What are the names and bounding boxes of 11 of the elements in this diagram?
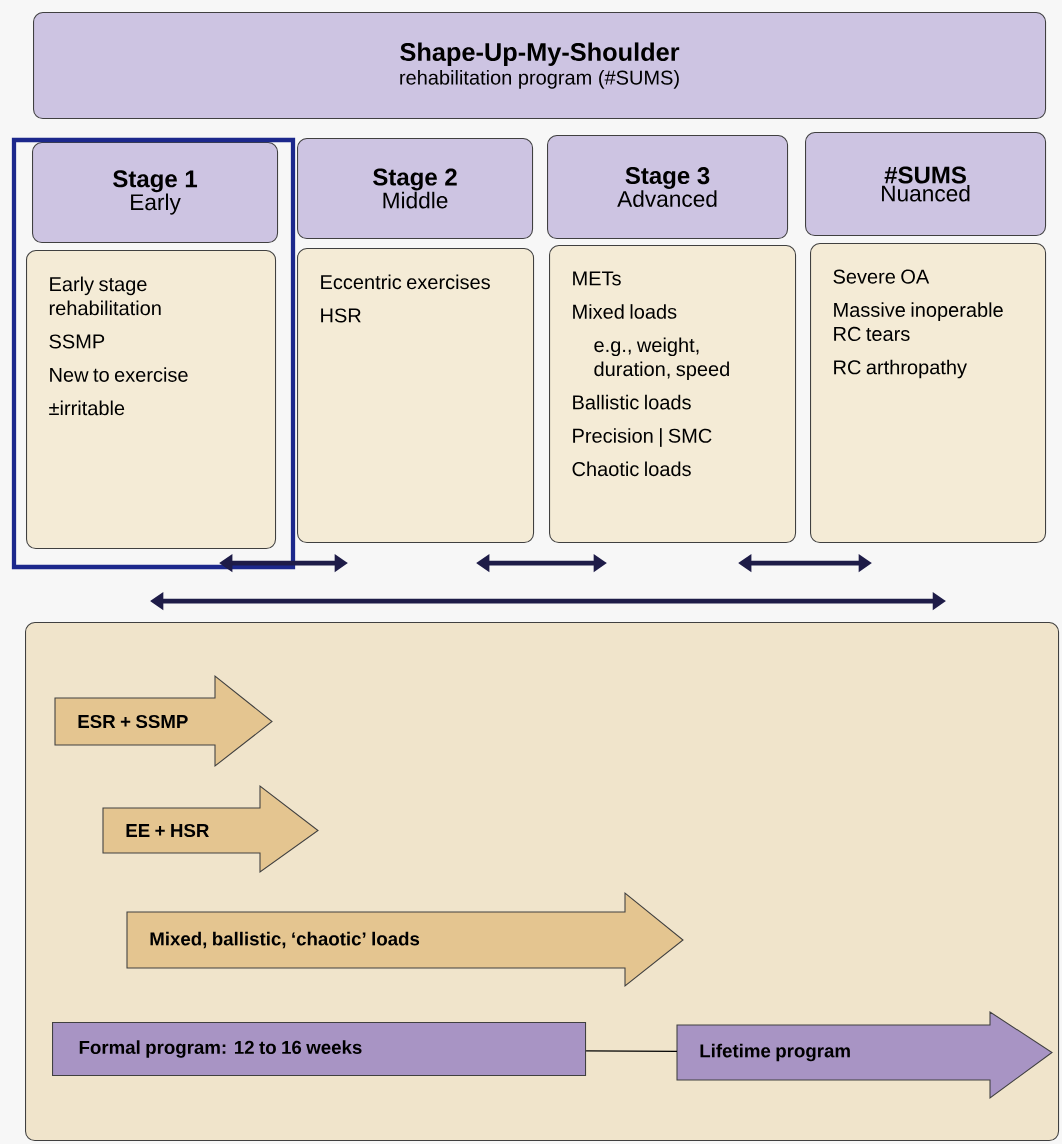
stage-header: Stage 3 Advanced: [547, 135, 789, 240]
stage-card: Severe OA Massive inoperable RC tears RC arthropathy: [810, 243, 1047, 544]
connector-line: [585, 1050, 678, 1053]
stage-card: METs Mixed loads e.g., weight, duration, speed Ballistic loads Precision | SMC Chaotic loads: [549, 245, 797, 544]
stage-card: Eccentric exercises HSR: [297, 248, 535, 544]
title-box: Shape-Up-My-Shoulder rehabilitation program (#SUMS): [33, 12, 1047, 120]
stage-header: Stage 1 Early: [32, 142, 279, 244]
program-bar: Formal program: 12 to 16 weeks: [52, 1022, 587, 1077]
stage-header: Stage 2 Middle: [297, 138, 534, 240]
stage-card: Early stage rehabilitation SSMP New to exercise ±irritable: [26, 250, 277, 550]
stage-header: #SUMS Nuanced: [805, 132, 1047, 237]
